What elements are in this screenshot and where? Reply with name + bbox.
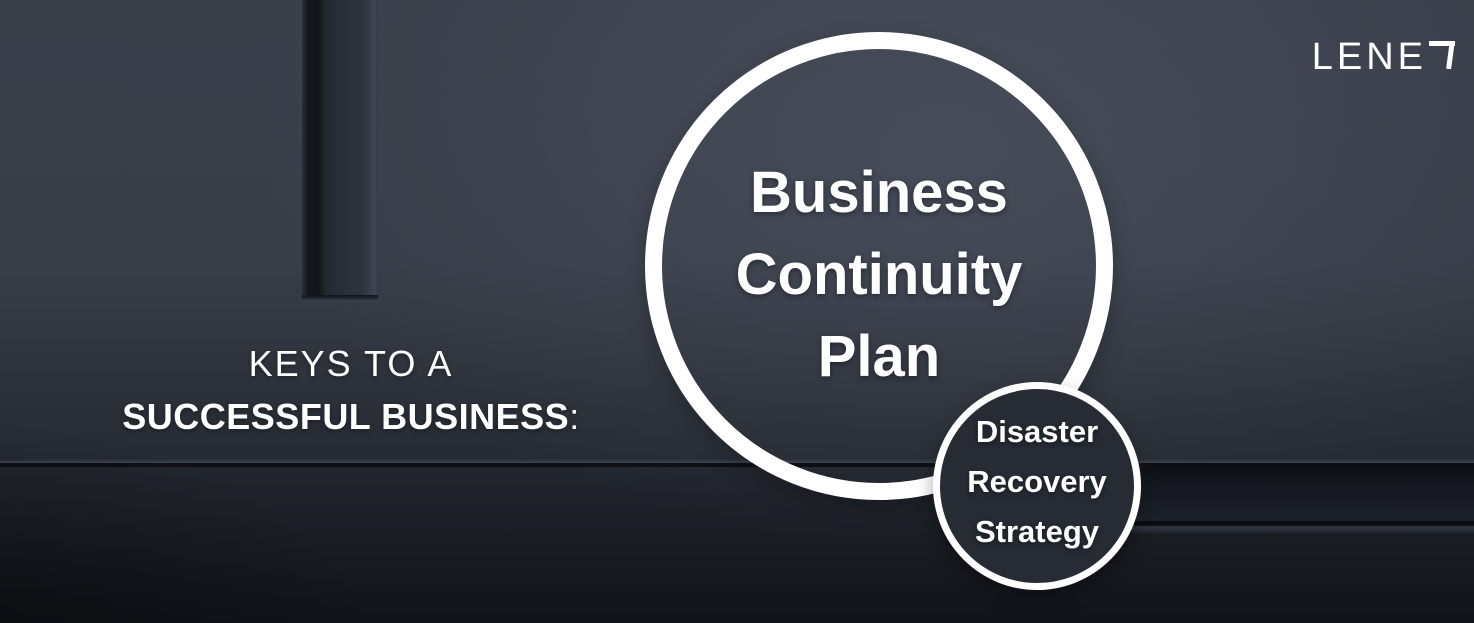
headline-line1: KEYS TO A <box>248 343 454 384</box>
business-continuity-title: Business Continuity Plan <box>645 152 1113 398</box>
title-line-business: Business <box>750 160 1008 225</box>
headline-colon: : <box>569 396 580 437</box>
sub-line-recovery: Recovery <box>967 464 1107 499</box>
vertical-groove-panel <box>302 0 378 295</box>
wall-seam-highlight <box>0 459 1474 463</box>
headline-line2-bold: SUCCESSFUL BUSINESS <box>122 396 570 437</box>
headline: KEYS TO A SUCCESSFUL BUSINESS: <box>40 337 662 443</box>
right-recessed-band <box>1128 463 1474 521</box>
headline-line2: SUCCESSFUL BUSINESS: <box>40 390 662 443</box>
disaster-recovery-circle: Disaster Recovery Strategy <box>933 382 1141 590</box>
sub-line-disaster: Disaster <box>975 414 1099 449</box>
right-recessed-band-bottom-edge <box>1128 521 1474 534</box>
title-line-continuity: Continuity <box>735 242 1023 307</box>
sub-line-strategy: Strategy <box>974 514 1100 549</box>
title-line-plan: Plan <box>817 324 941 389</box>
brand-logo: LENE <box>1312 36 1455 79</box>
wall-seam-shadow <box>0 463 1474 467</box>
brand-logo-seven-glyph-icon <box>1429 36 1455 70</box>
brand-logo-text: LENE <box>1311 36 1427 78</box>
vertical-groove-bottom-bevel <box>302 295 378 303</box>
